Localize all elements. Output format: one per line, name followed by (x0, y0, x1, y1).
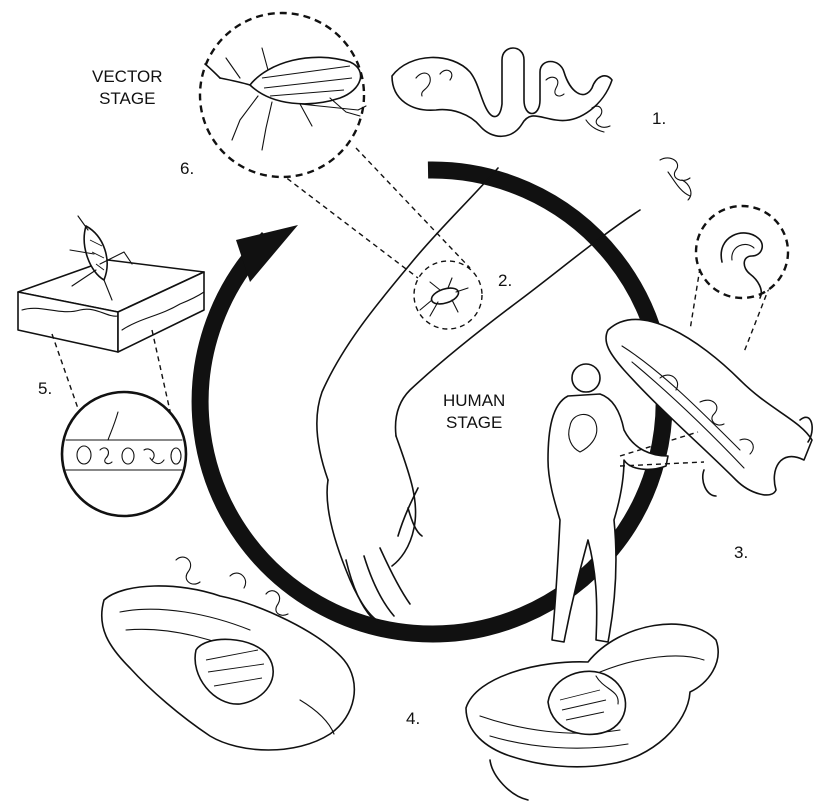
vector-bug-inset (200, 13, 470, 278)
step-1-label: 1. (652, 108, 666, 130)
step-3-label: 3. (734, 542, 748, 564)
step-6-label: 6. (180, 158, 194, 180)
step-5-label: 5. (38, 378, 52, 400)
infected-heart-illustration (102, 557, 355, 750)
human-stage-label: HUMAN STAGE (443, 390, 505, 434)
capillary-inset (52, 330, 186, 516)
tissue-block-illustration (18, 216, 204, 352)
step-4-label: 4. (406, 708, 420, 730)
heart-tissue-illustration (466, 624, 718, 800)
bite-bug-icon (420, 278, 468, 316)
human-stage-label-line2: STAGE (443, 412, 505, 434)
vector-stage-label: VECTOR STAGE (92, 66, 163, 110)
vector-stage-label-line2: STAGE (92, 88, 163, 110)
vector-stage-label-line1: VECTOR (92, 66, 163, 88)
blood-vessel-illustration (606, 320, 812, 496)
bite-site-inset (414, 261, 482, 329)
step-2-label: 2. (498, 270, 512, 292)
parasite-closeup-inset (690, 206, 788, 352)
human-stage-label-line1: HUMAN (443, 390, 505, 412)
